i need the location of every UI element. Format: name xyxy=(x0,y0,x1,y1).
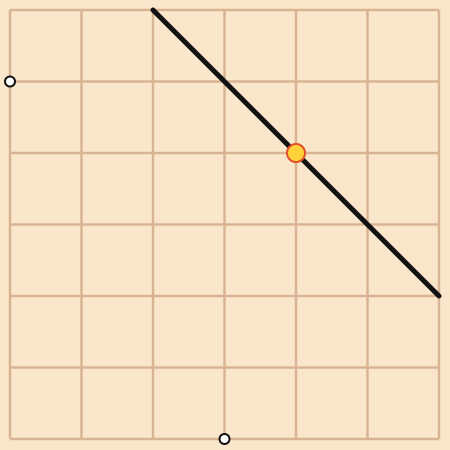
edge-handles[interactable] xyxy=(4,75,231,445)
bottom-edge-handle[interactable] xyxy=(218,433,231,445)
marker-dot-icon[interactable] xyxy=(286,143,306,163)
left-edge-handle[interactable] xyxy=(4,75,16,88)
